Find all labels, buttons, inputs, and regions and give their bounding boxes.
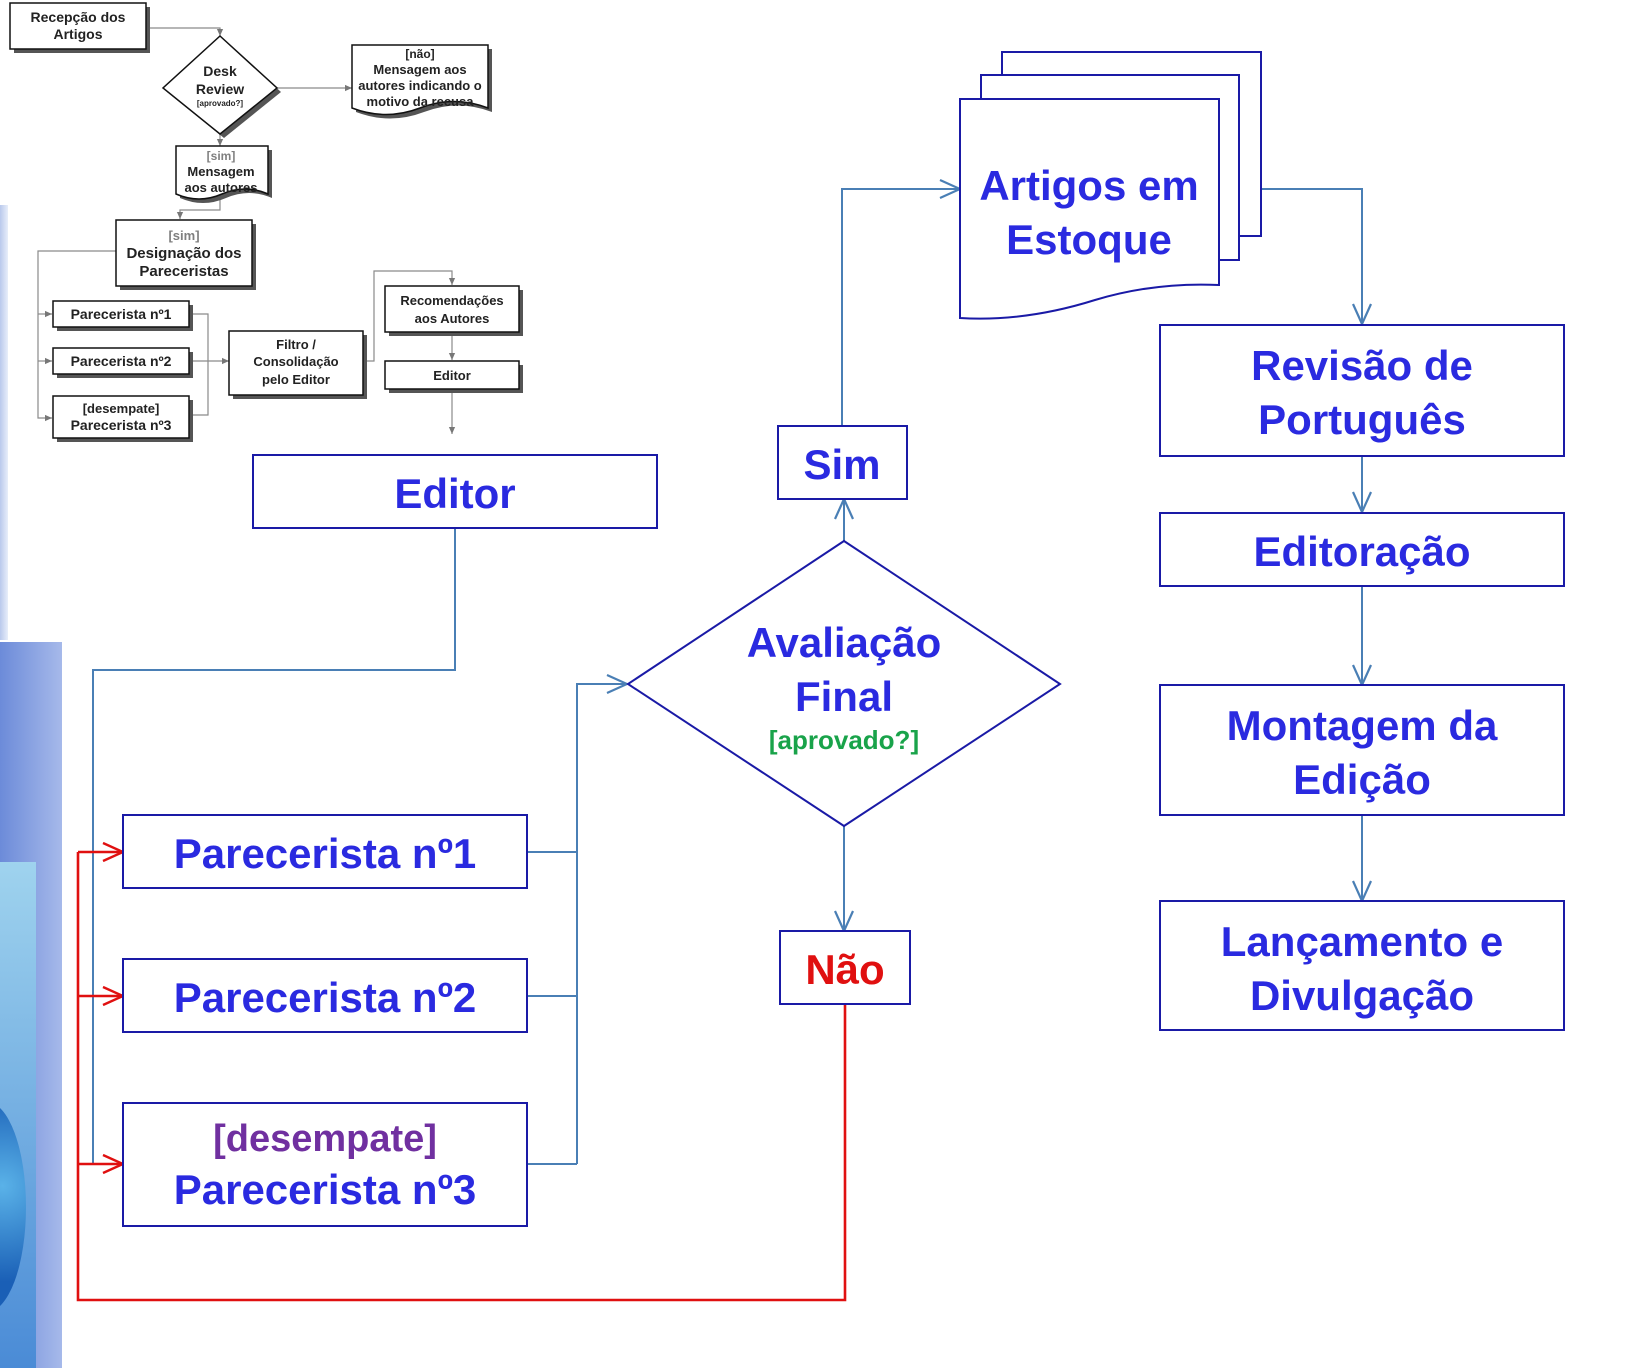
stock-documents	[959, 51, 1262, 320]
overview-filter-line-1: Filtro /	[276, 337, 316, 352]
overview-designation-line-1: Designação dos	[126, 245, 241, 262]
overview-designation-line-2: Pareceristas	[139, 263, 228, 280]
overview-filter-line-2: Consolidação	[253, 354, 338, 369]
overview-reviewer-2-box	[52, 347, 193, 378]
overview-editor-box	[384, 360, 523, 393]
overview-filter-line-3: pelo Editor	[262, 372, 330, 387]
overview-acceptance-message-box	[175, 145, 272, 203]
overview-reviewer-2-label: Parecerista nº2	[71, 353, 172, 369]
reviewer-1-box	[122, 814, 528, 889]
reviewer-3-tiebreak-label: [desempate]	[213, 1118, 437, 1160]
portuguese-review-label-1: Revisão de	[1251, 342, 1473, 389]
overview-acceptance-tag: [sim]	[207, 149, 236, 163]
main-connectors	[92, 189, 1362, 1165]
overview-reviewer-1-box	[52, 300, 193, 331]
editor-label: Editor	[394, 470, 515, 517]
overview-recommendations-line-1: Recomendações	[400, 293, 503, 308]
final-review-diamond	[626, 539, 1062, 828]
reviewer-3-label: Parecerista nº3	[174, 1166, 477, 1213]
edition-assembly-box	[1159, 684, 1565, 816]
overview-reviewer-3-box	[52, 395, 193, 442]
portuguese-review-label-2: Português	[1258, 396, 1466, 443]
edition-assembly-label-1: Montagem da	[1227, 702, 1498, 749]
reviewer-2-box	[122, 958, 528, 1033]
stock-label-2: Estoque	[1006, 216, 1172, 263]
overview-rejection-message-box	[351, 44, 492, 119]
overview-rejection-line-3: motivo da recusa	[367, 94, 475, 109]
overview-rejection-tag: [não]	[405, 47, 434, 61]
stock-label-1: Artigos em	[979, 162, 1198, 209]
final-review-question: [aprovado?]	[769, 725, 919, 755]
overview-designation-box	[115, 219, 256, 290]
typesetting-box	[1159, 512, 1565, 587]
overview-acceptance-line-2: aos autores	[185, 180, 258, 195]
overview-recommendations-line-2: aos Autores	[415, 311, 490, 326]
no-box	[779, 930, 911, 1005]
typesetting-label: Editoração	[1253, 528, 1470, 575]
overview-rejection-line-2: autores indicando o	[358, 78, 482, 93]
yes-label: Sim	[803, 441, 880, 488]
left-edge-decoration	[0, 205, 8, 640]
overview-desk-review-label-2: Review	[196, 81, 244, 97]
overview-filter-box	[228, 330, 367, 399]
edition-assembly-label-2: Edição	[1293, 756, 1431, 803]
overview-reviewer-3-tag: [desempate]	[83, 401, 160, 416]
rejection-loop-connector	[76, 852, 847, 1302]
overview-rejection-line-1: Mensagem aos	[373, 62, 466, 77]
overview-acceptance-line-1: Mensagem	[187, 164, 254, 179]
launch-label-2: Divulgação	[1250, 972, 1474, 1019]
overview-desk-review-label-1: Desk	[203, 63, 237, 79]
overview-desk-review-diamond	[161, 34, 281, 138]
overview-editor-label: Editor	[433, 368, 471, 383]
overview-reception-label-1: Recepção dos	[31, 9, 126, 25]
overview-reviewer-1-label: Parecerista nº1	[71, 306, 172, 322]
overview-recommendations-box	[384, 285, 523, 336]
no-label: Não	[805, 946, 884, 993]
reviewer-2-label: Parecerista nº2	[174, 974, 477, 1021]
launch-box	[1159, 900, 1565, 1031]
overview-designation-tag: [sim]	[168, 228, 199, 243]
overview-desk-review-question: [aprovado?]	[197, 99, 244, 108]
overview-reviewer-3-label: Parecerista nº3	[71, 417, 172, 433]
portuguese-review-box	[1159, 324, 1565, 457]
overview-flowchart: Recepção dos Artigos Desk Review [aprova…	[9, 2, 523, 442]
editor-box	[252, 454, 658, 529]
launch-label-1: Lançamento e	[1221, 918, 1503, 965]
reviewer-3-box	[122, 1102, 528, 1227]
final-review-label-1: Avaliação	[747, 619, 942, 666]
final-review-label-2: Final	[795, 673, 893, 720]
reviewer-1-label: Parecerista nº1	[174, 830, 477, 877]
yes-box	[777, 425, 908, 500]
overview-reception-label-2: Artigos	[54, 26, 103, 42]
overview-reception-box	[9, 2, 150, 53]
